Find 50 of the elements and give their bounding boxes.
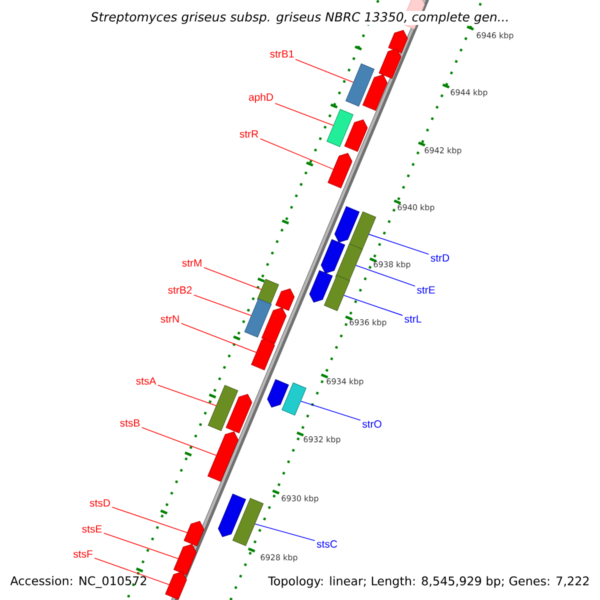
gene-label: strR [240, 130, 258, 138]
gene-label: strL [404, 315, 422, 323]
leader-line [180, 322, 257, 353]
gene-label: strE [417, 286, 435, 294]
gene-block [226, 394, 252, 434]
gene-label: stsB [120, 419, 140, 427]
gene-label: strD [430, 254, 450, 262]
leader-line [94, 558, 170, 585]
leader-line [344, 294, 403, 316]
gene-bar [335, 243, 363, 283]
leader-line [254, 524, 316, 542]
accession-text: Accession: NC_010572 [10, 576, 146, 588]
leader-line [295, 58, 354, 83]
gene-block [362, 74, 388, 111]
gene-label: stsE [82, 525, 102, 533]
gene-label: stsF [73, 550, 92, 558]
gene-block [344, 119, 368, 152]
gene-label: strB1 [270, 50, 294, 58]
gene-block [207, 431, 238, 482]
gene-block [334, 206, 360, 243]
gene-label: stsC [316, 540, 338, 548]
gene-block [184, 520, 204, 546]
gene-block [328, 152, 352, 188]
gene-label: strN [160, 315, 179, 323]
gene-label: aphD [248, 93, 273, 103]
gene-label: strB2 [168, 286, 192, 294]
summary-text: Topology: linear; Length: 8,545,929 bp; Genes: 7,222 [268, 576, 589, 588]
gene-label: stsD [90, 499, 110, 507]
leader-line [260, 138, 334, 170]
gene-block [261, 307, 287, 344]
leader-line [194, 294, 252, 316]
gene-block [388, 30, 408, 54]
leader-line [300, 400, 361, 421]
leader-line [368, 234, 430, 255]
leader-line [356, 265, 416, 287]
gene-block [309, 270, 333, 303]
leader-line [103, 532, 178, 560]
gene-block [267, 379, 289, 408]
gene-block [378, 48, 402, 79]
gene-label: strM [182, 259, 202, 267]
leader-line [112, 506, 188, 534]
leader-line [141, 427, 217, 456]
gene-bar [232, 498, 264, 546]
leader-line [157, 384, 216, 406]
leader-line [274, 103, 334, 126]
leader-line [203, 267, 262, 290]
gene-label: stsA [136, 377, 156, 385]
gene-bar [208, 384, 238, 432]
gene-label: strO [362, 420, 382, 428]
title: Streptomyces griseus subsp. griseus NBRC 13350, complete gen... [90, 10, 510, 26]
